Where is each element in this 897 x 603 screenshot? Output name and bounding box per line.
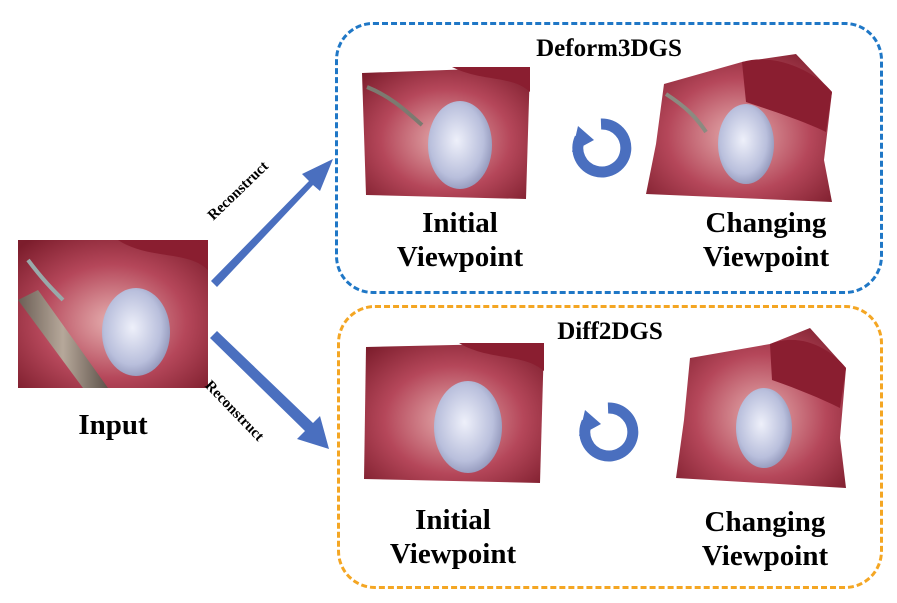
diff2dgs-changing-line1: Changing — [704, 506, 826, 538]
reconstruct-arrow-bottom — [210, 331, 329, 449]
deform3dgs-initial-line2: Viewpoint — [396, 241, 524, 273]
diff2dgs-initial-line1: Initial — [415, 504, 491, 536]
input-label: Input — [78, 409, 148, 441]
diff2dgs-changing-label: Changing Viewpoint — [685, 505, 845, 573]
deform3dgs-panel: Deform3DGS — [335, 22, 883, 294]
input-image — [18, 240, 208, 388]
diff2dgs-initial-label: Initial Viewpoint — [378, 503, 528, 571]
deform3dgs-changing-label: Changing Viewpoint — [686, 206, 846, 274]
deform3dgs-changing-image — [646, 54, 832, 202]
diff2dgs-changing-image — [676, 328, 846, 488]
diff2dgs-initial-line2: Viewpoint — [389, 538, 517, 570]
diff2dgs-changing-line2: Viewpoint — [701, 540, 829, 572]
diff2dgs-initial-image — [364, 343, 544, 483]
deform3dgs-initial-label: Initial Viewpoint — [385, 206, 535, 274]
diff2dgs-panel: Diff2DGS — [337, 305, 883, 589]
diff2dgs-title: Diff2DGS — [557, 318, 663, 345]
deform3dgs-initial-line1: Initial — [422, 207, 498, 239]
deform3dgs-rotate-icon — [572, 118, 632, 178]
deform3dgs-changing-line1: Changing — [705, 207, 827, 239]
diff2dgs-rotate-icon — [579, 402, 639, 462]
deform3dgs-title: Deform3DGS — [536, 35, 682, 62]
reconstruct-arrow-top — [211, 159, 333, 287]
deform3dgs-changing-line2: Viewpoint — [702, 241, 830, 273]
deform3dgs-initial-image — [362, 67, 530, 199]
